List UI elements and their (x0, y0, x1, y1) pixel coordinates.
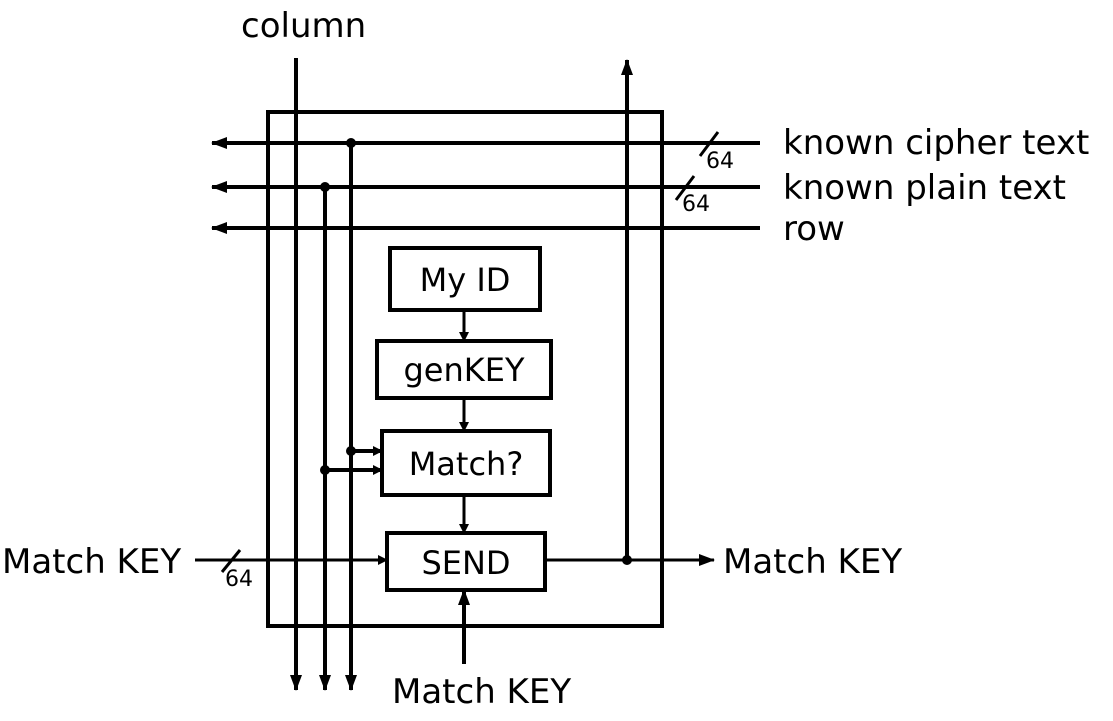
plain-junction-dot (320, 182, 330, 192)
column-label: column (241, 6, 366, 46)
plain-bus-width: 64 (682, 192, 710, 217)
genkey-label: genKEY (403, 351, 524, 389)
match-key-bottom-label: Match KEY (392, 672, 571, 712)
send-label: SEND (421, 544, 510, 582)
match-key-in-bus-width: 64 (225, 567, 253, 592)
my-id-block (388, 246, 542, 312)
cipher-junction-dot (346, 138, 356, 148)
match-key-out-label: Match KEY (723, 542, 902, 582)
match-key-in-label: Match KEY (2, 542, 181, 582)
match-label: Match? (409, 445, 524, 483)
cipher-bus-slash (698, 131, 720, 157)
row-label: row (783, 209, 845, 249)
plain-bus-slash (674, 175, 696, 201)
my-id-label: My ID (420, 261, 511, 299)
cipher-bus-width: 64 (706, 149, 734, 174)
known-plain-text-label: known plain text (783, 168, 1066, 208)
known-cipher-text-label: known cipher text (783, 123, 1089, 163)
